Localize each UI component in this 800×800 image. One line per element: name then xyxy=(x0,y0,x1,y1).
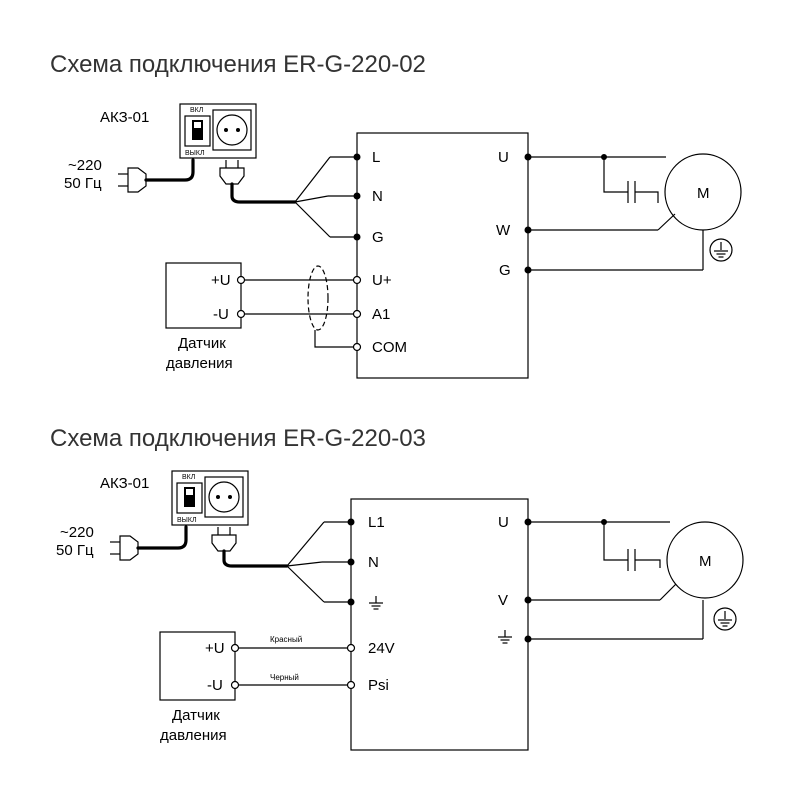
diagram2-title: Схема подключения ER-G-220-03 xyxy=(50,425,426,452)
sensor-name-line1-2: Датчик xyxy=(172,707,220,724)
diagram-er-g-220-02: Схема подключения ER-G-220-02 АКЗ-01 ВКЛ… xyxy=(50,51,742,379)
terminal-w-out: W xyxy=(496,222,511,239)
terminal-l: L xyxy=(372,149,380,166)
terminal-com: COM xyxy=(372,339,407,356)
akz-label-2: АКЗ-01 xyxy=(100,475,149,492)
controller-box xyxy=(356,132,529,379)
switch-on-label-2: ВКЛ xyxy=(182,474,196,481)
socket-icon-2 xyxy=(208,481,240,513)
wire-black-label: Черный xyxy=(270,673,299,682)
mains-plug-icon-2 xyxy=(110,525,188,561)
terminal-u-out-2: U xyxy=(498,514,509,531)
terminal-v-out: V xyxy=(498,592,508,609)
sensor-plus-2: +U xyxy=(205,640,225,657)
motor-label-2: M xyxy=(699,553,712,570)
akz-plug-icon-2 xyxy=(211,527,237,552)
sensor-name-line2: давления xyxy=(166,355,233,372)
controller-box-2 xyxy=(350,498,529,751)
sensor-plus: +U xyxy=(211,272,231,289)
akz-01-unit: ВКЛ ВЫКЛ xyxy=(179,103,257,159)
akz-label: АКЗ-01 xyxy=(100,109,149,126)
motor-icon-2 xyxy=(666,521,744,599)
terminal-24v: 24V xyxy=(368,640,395,657)
ground-icon-2 xyxy=(713,607,737,631)
terminal-u-out: U xyxy=(498,149,509,166)
terminal-n: N xyxy=(372,188,383,205)
supply-voltage: ~220 xyxy=(68,157,102,174)
ground-symbol-left xyxy=(369,596,383,610)
wire-red-label: Красный xyxy=(270,635,302,644)
diagram1-title: Схема подключения ER-G-220-02 xyxy=(50,51,426,78)
pressure-sensor-box xyxy=(165,262,242,329)
terminal-l1: L1 xyxy=(368,514,385,531)
terminal-g-out: G xyxy=(499,262,511,279)
motor-icon xyxy=(664,153,742,231)
shield-ellipse xyxy=(307,265,329,331)
terminal-u-plus: U+ xyxy=(372,272,392,289)
supply-frequency: 50 Гц xyxy=(64,175,102,192)
ground-icon xyxy=(709,238,733,262)
diagram-er-g-220-03: Схема подключения ER-G-220-03 АКЗ-01 ВКЛ… xyxy=(50,425,744,751)
akz-plug-icon xyxy=(219,160,245,185)
motor-label: M xyxy=(697,185,710,202)
switch-on-label: ВКЛ xyxy=(190,107,204,114)
terminal-g: G xyxy=(372,229,384,246)
switch-off-label: ВЫКЛ xyxy=(185,150,205,157)
sensor-name-line1: Датчик xyxy=(178,335,226,352)
supply-voltage-2: ~220 xyxy=(60,524,94,541)
akz-01-unit-2: ВКЛ ВЫКЛ xyxy=(171,470,249,526)
pressure-sensor-box-2 xyxy=(159,631,236,701)
ground-symbol-right xyxy=(498,630,512,644)
sensor-minus: -U xyxy=(213,306,229,323)
sensor-name-line2-2: давления xyxy=(160,727,227,744)
terminal-psi: Psi xyxy=(368,677,389,694)
supply-frequency-2: 50 Гц xyxy=(56,542,94,559)
mains-plug-icon xyxy=(118,158,195,193)
switch-off-label-2: ВЫКЛ xyxy=(177,517,197,524)
sensor-minus-2: -U xyxy=(207,677,223,694)
terminal-n-2: N xyxy=(368,554,379,571)
terminal-a1: A1 xyxy=(372,306,390,323)
socket-icon xyxy=(216,114,248,146)
